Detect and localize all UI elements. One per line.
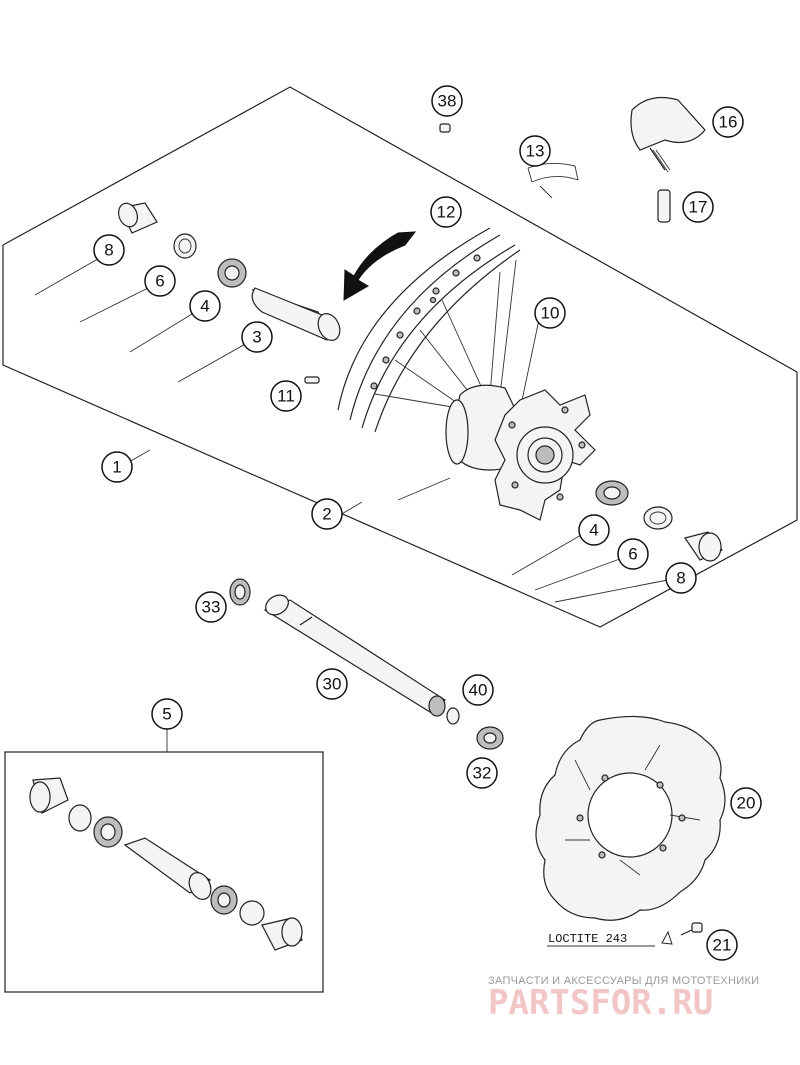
callout-6-left: 6 (144, 265, 176, 297)
svg-text:1: 1 (112, 458, 121, 477)
left-seal-6 (173, 233, 197, 259)
svg-text:8: 8 (676, 569, 685, 588)
axle-30 (263, 594, 447, 717)
callout-8-left: 8 (93, 234, 125, 266)
svg-text:5: 5 (162, 705, 171, 724)
svg-text:6: 6 (155, 272, 164, 291)
svg-text:6: 6 (628, 545, 637, 564)
right-seal-6 (643, 506, 673, 530)
callout-38: 38 (431, 85, 463, 117)
svg-text:4: 4 (589, 521, 598, 540)
svg-text:40: 40 (469, 681, 488, 700)
loctite-drop (661, 930, 673, 945)
callout-1: 1 (101, 451, 133, 483)
kit-5-box (4, 751, 324, 993)
washer-40 (446, 707, 460, 725)
rim-tape-13 (527, 163, 579, 199)
distance-tube-3 (251, 287, 341, 341)
nipple-11 (304, 376, 320, 384)
left-bearing-4 (217, 258, 247, 288)
svg-text:30: 30 (323, 675, 342, 694)
callout-6-right: 6 (617, 538, 649, 570)
svg-text:20: 20 (737, 794, 756, 813)
callout-40: 40 (462, 674, 494, 706)
rim-lock-nut-17 (657, 189, 671, 223)
left-spacer-8 (117, 202, 158, 234)
axle-bolt-32 (476, 726, 504, 750)
hub-2 (445, 384, 596, 521)
right-spacer-8 (684, 531, 723, 562)
callout-10: 10 (534, 297, 566, 329)
callout-30: 30 (316, 668, 348, 700)
rim (337, 227, 521, 433)
hub-bolt-holes (508, 406, 586, 501)
callout-5: 5 (151, 698, 183, 730)
callout-21: 21 (706, 929, 738, 961)
svg-text:11: 11 (277, 387, 295, 406)
callout-8-right: 8 (665, 562, 697, 594)
svg-text:32: 32 (473, 764, 492, 783)
svg-text:3: 3 (252, 328, 261, 347)
callout-13: 13 (519, 135, 551, 167)
svg-text:16: 16 (719, 113, 738, 132)
callout-33: 33 (195, 591, 227, 623)
callout-12: 12 (430, 196, 462, 228)
svg-text:2: 2 (322, 505, 331, 524)
svg-text:21: 21 (713, 936, 732, 955)
callout-4-right: 4 (578, 514, 610, 546)
callout-11: 11 (270, 380, 302, 412)
rim-spoke-holes (370, 254, 481, 390)
assembly-1-frame (2, 86, 798, 628)
svg-text:10: 10 (541, 304, 560, 323)
rotation-arrow (343, 231, 417, 301)
svg-text:8: 8 (104, 241, 113, 260)
svg-text:13: 13 (526, 142, 545, 161)
callout-20: 20 (730, 787, 762, 819)
watermark-logo: PARTSFOR.RU (488, 983, 713, 1023)
disc-bolt-holes (576, 774, 686, 859)
svg-text:38: 38 (438, 92, 457, 111)
disc-bolt-21 (680, 922, 703, 936)
leader-lines (34, 251, 679, 752)
axle-nut-33 (229, 578, 251, 606)
callout-32: 32 (466, 757, 498, 789)
watermark-caption: ЗАПЧАСТИ И АКСЕССУАРЫ ДЛЯ МОТОТЕХНИКИ (488, 975, 759, 987)
svg-text:12: 12 (437, 203, 456, 222)
svg-text:33: 33 (202, 598, 221, 617)
svg-text:4: 4 (200, 297, 209, 316)
callout-4-left: 4 (189, 290, 221, 322)
svg-text:17: 17 (689, 198, 708, 217)
callout-17: 17 (682, 191, 714, 223)
valve-cap-38 (439, 123, 451, 133)
callout-3: 3 (241, 321, 273, 353)
right-bearing-4 (595, 480, 629, 506)
callout-2: 2 (311, 498, 343, 530)
loctite-label: LOCTITE 243 (548, 932, 627, 946)
callout-16: 16 (712, 106, 744, 138)
rim-lock-16 (630, 97, 706, 173)
brake-disc-20 (535, 715, 726, 921)
